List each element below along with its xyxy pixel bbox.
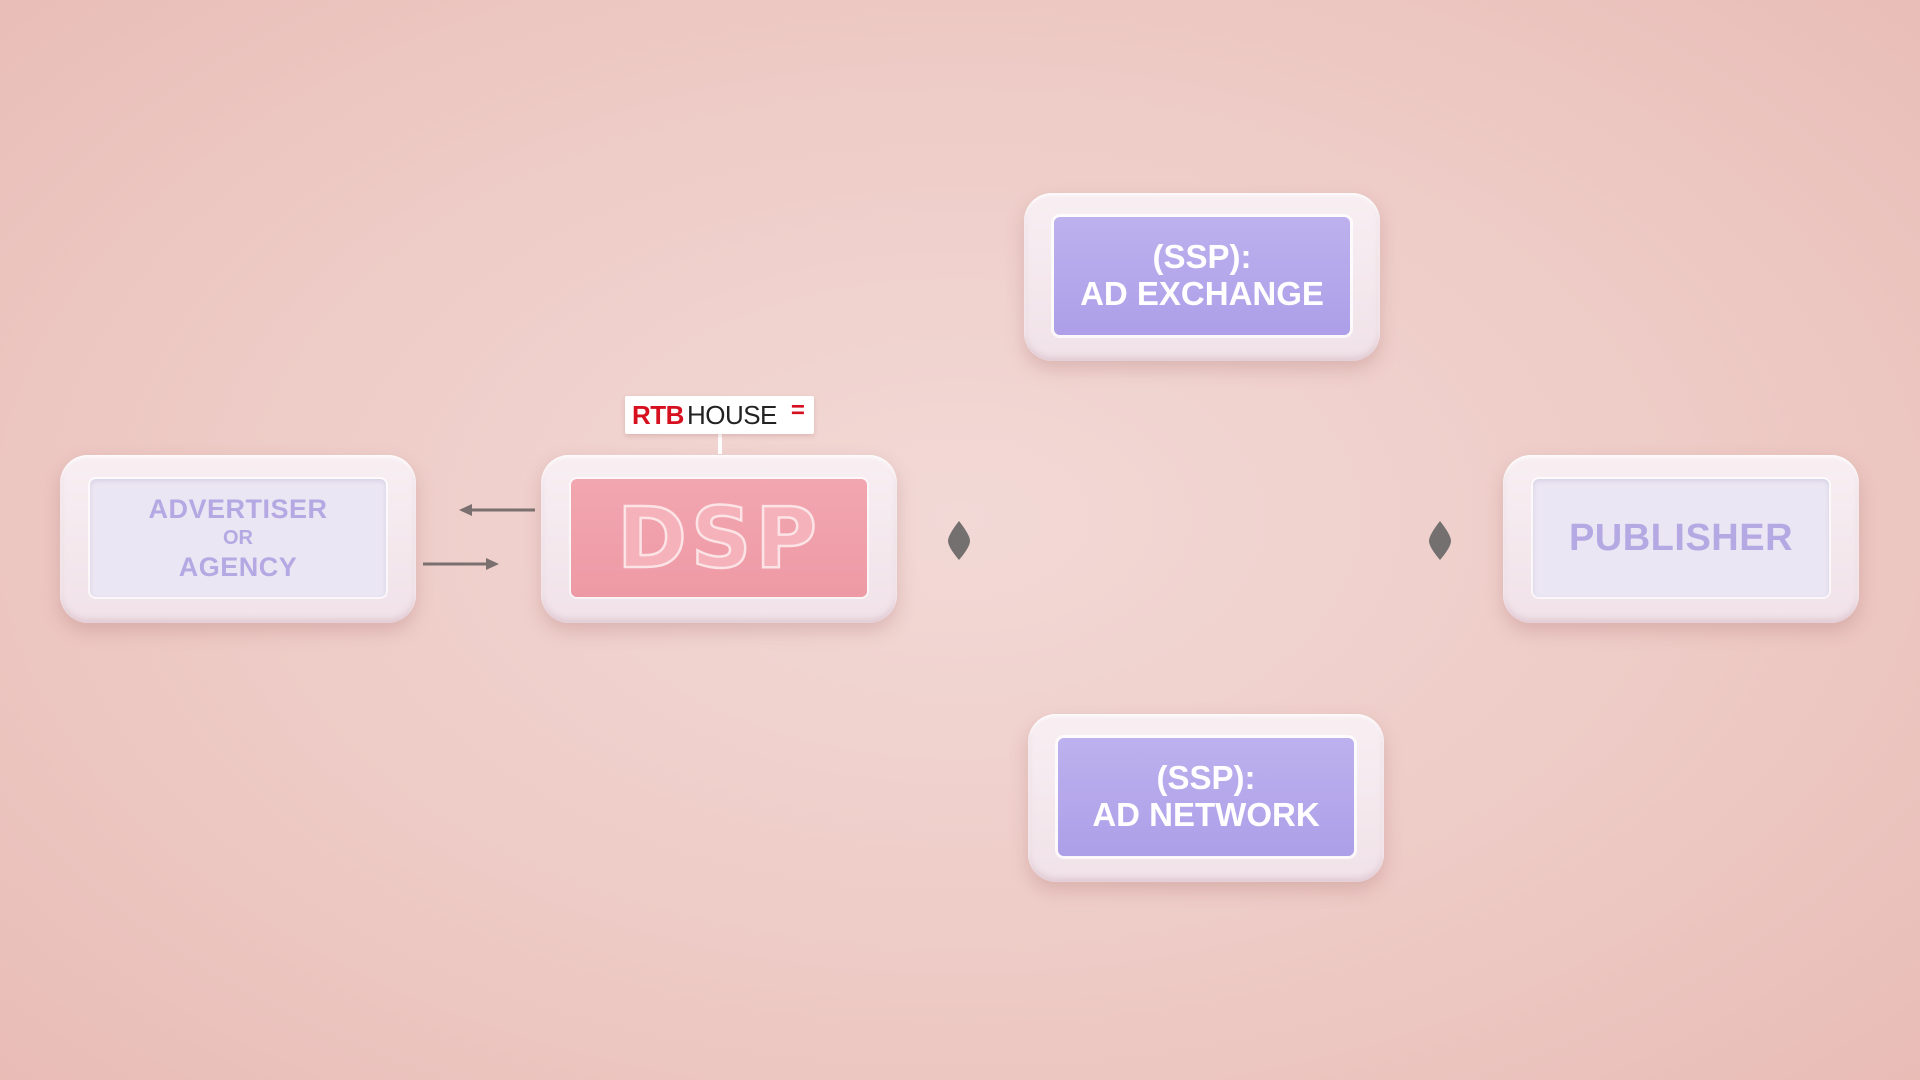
arrow-dsp-to-advertiser (459, 504, 535, 516)
agency-label: AGENCY (178, 552, 298, 583)
advertiser-label: ADVERTISER (148, 493, 328, 524)
publisher-label: PUBLISHER (1568, 516, 1794, 559)
advertiser-or-label: OR (223, 526, 253, 549)
ad-exchange-card: (SSP): AD EXCHANGE (1024, 193, 1380, 361)
publisher-card: PUBLISHER (1503, 455, 1859, 623)
ad-exchange-panel: (SSP): AD EXCHANGE (1054, 217, 1350, 335)
ad-exchange-label: AD EXCHANGE (1080, 275, 1324, 312)
dsp-panel: DSP (571, 479, 867, 597)
logo-equals-mark: = (790, 397, 805, 424)
advertiser-panel: ADVERTISER OR AGENCY (90, 479, 386, 597)
connector-dot-left (948, 521, 970, 560)
ad-network-panel: (SSP): AD NETWORK (1058, 738, 1354, 856)
logo-rtb-text: RTB (632, 399, 684, 430)
dsp-card: DSP (541, 455, 897, 623)
logo-connector (718, 434, 722, 454)
rtb-house-logo: RTB HOUSE = (625, 396, 814, 434)
dsp-label: DSP (616, 488, 821, 587)
logo-house-text: HOUSE (686, 399, 777, 430)
ad-exchange-ssp-label: (SSP): (1152, 238, 1252, 276)
ad-network-label: AD NETWORK (1092, 796, 1320, 833)
ad-network-ssp-label: (SSP): (1156, 759, 1256, 797)
publisher-panel: PUBLISHER (1533, 479, 1829, 597)
ad-network-card: (SSP): AD NETWORK (1028, 714, 1384, 882)
arrow-advertiser-to-dsp (423, 558, 499, 570)
connector-dot-right (1429, 521, 1451, 560)
advertiser-card: ADVERTISER OR AGENCY (60, 455, 416, 623)
